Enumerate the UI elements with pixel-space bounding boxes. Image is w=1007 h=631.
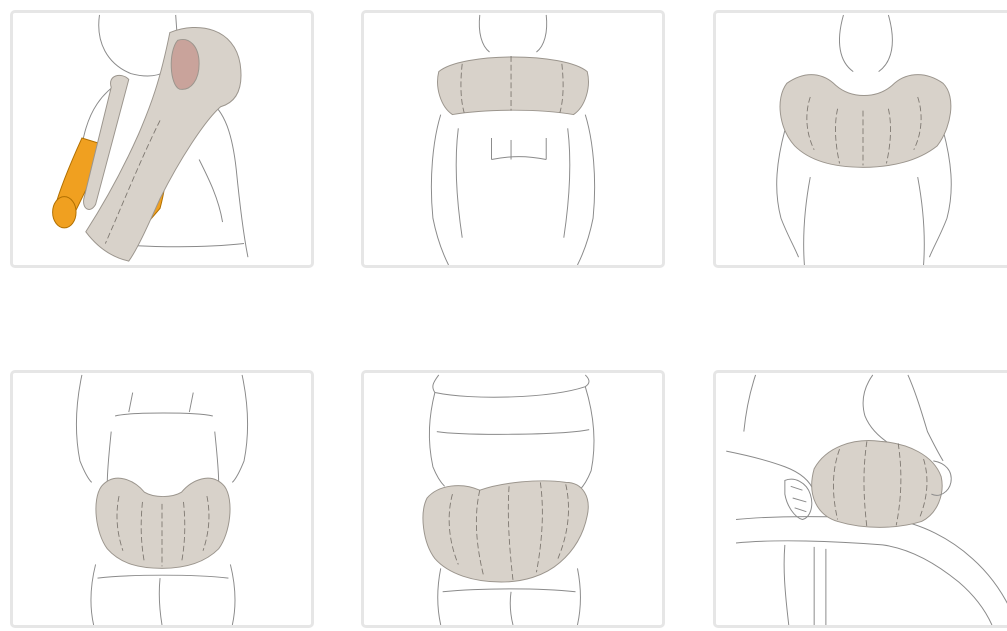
usage-panel-waist <box>361 370 665 628</box>
massager-pad <box>423 481 588 582</box>
upper-back-massage-illustration <box>364 13 662 265</box>
usage-panel-thigh <box>713 370 1007 628</box>
neck-shoulders-massage-illustration <box>716 13 1007 265</box>
lower-back-massage-illustration <box>13 373 311 625</box>
usage-panel-neck-shoulders <box>713 10 1007 268</box>
massager-pad <box>780 75 951 168</box>
massager-pad <box>96 478 230 568</box>
usage-panel-upper-back <box>361 10 665 268</box>
shoulder-massage-illustration <box>13 13 311 265</box>
massager-pad <box>812 441 942 528</box>
massager-pad <box>438 56 589 115</box>
body-outline <box>431 15 594 265</box>
waist-massage-illustration <box>364 373 662 625</box>
thigh-massage-illustration <box>716 373 1007 625</box>
usage-panel-lower-back <box>10 370 314 628</box>
usage-panel-shoulder <box>10 10 314 268</box>
massager-pad <box>84 27 241 261</box>
